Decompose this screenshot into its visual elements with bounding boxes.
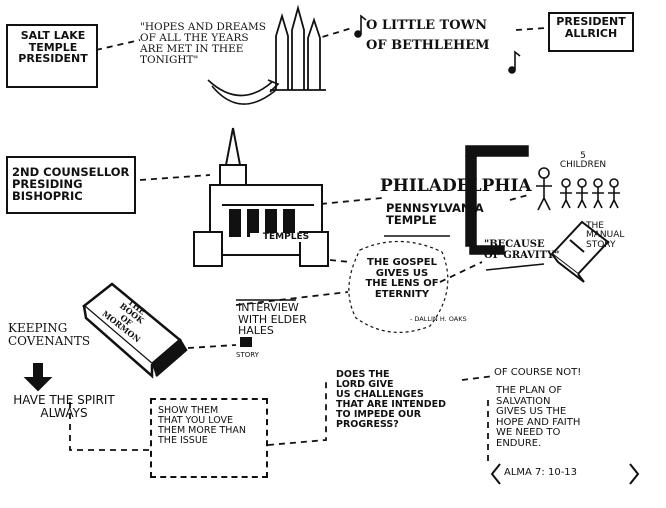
slc-president-text: Salt Lake Temple President: [18, 29, 88, 66]
manual-story-text: The Manual Story: [586, 221, 625, 250]
book-icon: [550, 220, 610, 283]
connector-line: [439, 261, 483, 283]
temple-icon: [193, 127, 329, 267]
president-allrich-text: President Allrich: [556, 15, 626, 40]
because-gravity-text: "Because of Gravity": [484, 239, 560, 261]
swoosh-arrow: [207, 79, 280, 105]
president-allrich-box: [548, 12, 634, 52]
plan-of-salvation-text: The plan of Salvation gives us the hope …: [496, 385, 581, 449]
connector-line: [69, 402, 150, 451]
pennsylvania-temple-text: Pennsylvania Temple: [386, 201, 484, 228]
connector-line: [329, 259, 351, 263]
show-them-box: [150, 398, 268, 478]
connector-line: [139, 174, 211, 181]
slc-president-box: [6, 24, 98, 88]
story-label: Story: [236, 351, 259, 359]
arrow-down-icon: [23, 363, 53, 392]
alma-reference-text: Alma 7: 10-13: [504, 467, 578, 478]
connector-line: [461, 375, 495, 381]
connector-line: [235, 291, 349, 306]
gospel-lens-text: The Gospel gives us the lens of Eternity: [365, 257, 439, 300]
decorative-block: [240, 337, 252, 347]
temple-icon: [270, 4, 326, 91]
five-children-text: 5 Children: [559, 151, 607, 171]
film-strip-icon: [465, 145, 529, 255]
connector-line: [509, 194, 529, 201]
little-town-text: O Little Town of Bethlehem: [366, 18, 490, 53]
gospel-bubble: [348, 240, 449, 333]
second-counselor-box: [6, 156, 136, 214]
interview-text: Interview with Elder Hales: [238, 301, 307, 338]
connector-line: [515, 27, 547, 31]
temples-label: Temples: [250, 232, 322, 243]
stick-figure-icon: [536, 167, 620, 211]
connector-line: [187, 344, 237, 349]
second-counselor-text: 2nd Counsellor Presiding Bishopric: [12, 165, 130, 204]
have-spirit-text: Have the Spirit Always: [13, 393, 115, 420]
music-note-icon: [354, 14, 521, 74]
hopes-quote-text: "Hopes and Dreams of all the Years are m…: [140, 21, 266, 67]
keeping-covenants-text: Keeping Covenants: [8, 321, 91, 348]
connector-line: [267, 382, 327, 446]
challenges-question-text: Does the Lord give us challenges that ar…: [336, 369, 446, 430]
book-icon: [82, 282, 188, 379]
gospel-attribution-text: - Dallin H. Oaks: [410, 315, 467, 323]
show-them-text: Show them that you love them more than t…: [158, 405, 247, 446]
of-course-not-text: Of course not!: [494, 367, 582, 378]
philadelphia-text: Philadelphia: [380, 176, 532, 196]
connector-line: [311, 27, 353, 41]
connector-line: [95, 39, 141, 51]
